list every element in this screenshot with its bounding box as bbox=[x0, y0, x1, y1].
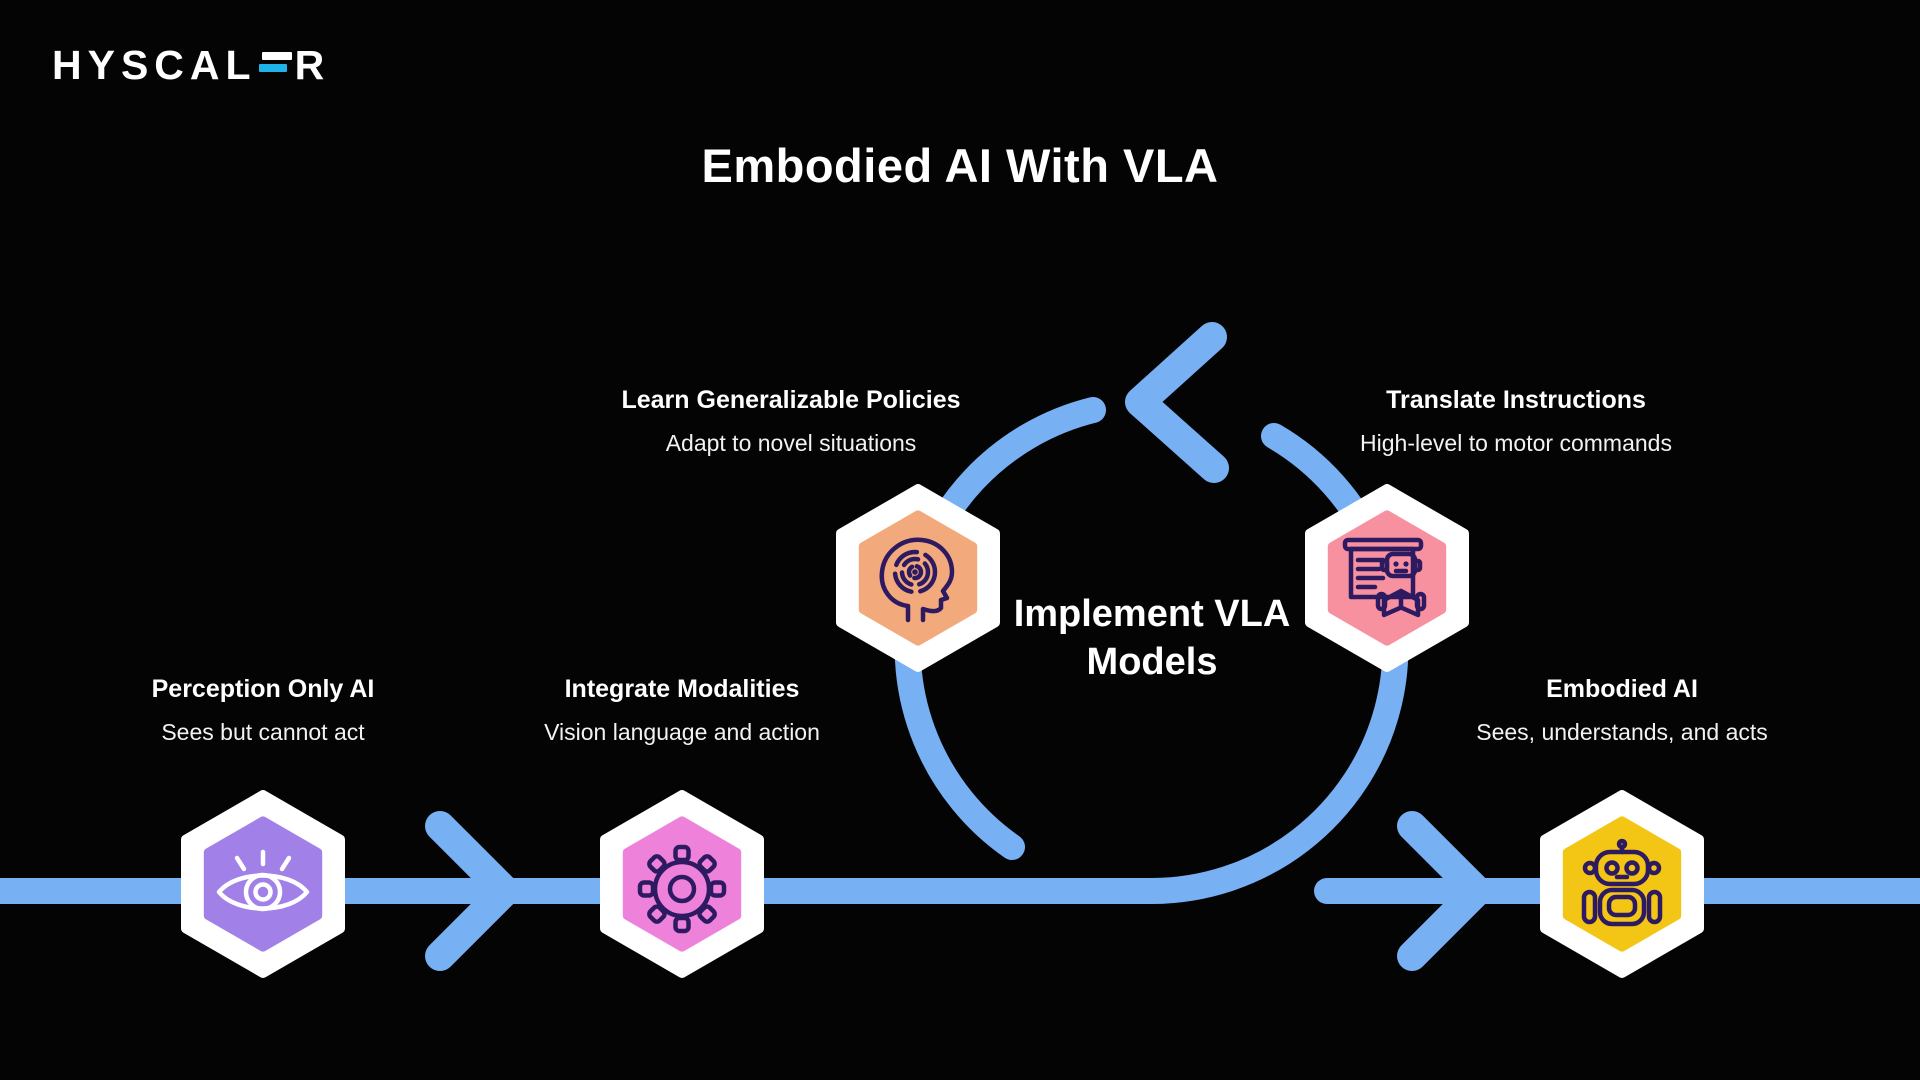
hexagon-policies bbox=[836, 484, 1000, 672]
step-label-perception: Perception Only AI Sees but cannot act bbox=[3, 673, 523, 747]
page-title: Embodied AI With VLA bbox=[701, 139, 1219, 192]
step-subtitle: High-level to motor commands bbox=[1360, 430, 1672, 456]
hexagon-perception bbox=[181, 790, 345, 978]
step-title: Integrate Modalities bbox=[564, 675, 800, 703]
eye-icon bbox=[216, 849, 310, 912]
flow-line-left-and-loop-right bbox=[0, 423, 1409, 904]
logo-e-icon bbox=[258, 52, 292, 81]
brain-maze-icon bbox=[879, 537, 955, 623]
hexagon-embodied bbox=[1540, 790, 1704, 978]
robot-icon bbox=[1581, 838, 1663, 927]
step-subtitle: Sees, understands, and acts bbox=[1476, 719, 1768, 745]
flow-arrow-icon bbox=[425, 811, 520, 971]
logo-text-left: HYSCAL bbox=[52, 42, 257, 88]
hyscaler-logo: HYSCAL R bbox=[52, 42, 330, 89]
step-label-policies: Learn Generalizable Policies Adapt to no… bbox=[531, 384, 1051, 458]
gear-icon bbox=[637, 844, 727, 934]
step-label-embodied: Embodied AI Sees, understands, and acts bbox=[1362, 673, 1882, 747]
flow-arrow-icon bbox=[1397, 811, 1492, 971]
hexagon-translate bbox=[1305, 484, 1469, 672]
step-subtitle: Vision language and action bbox=[544, 719, 820, 745]
step-title: Learn Generalizable Policies bbox=[621, 386, 961, 414]
loop-arrow-icon bbox=[1125, 322, 1229, 483]
step-label-modalities: Integrate Modalities Vision language and… bbox=[422, 673, 942, 747]
step-title: Translate Instructions bbox=[1386, 386, 1646, 414]
step-title: Embodied AI bbox=[1546, 675, 1698, 703]
step-label-translate: Translate Instructions High-level to mot… bbox=[1256, 384, 1776, 458]
step-subtitle: Adapt to novel situations bbox=[665, 430, 917, 456]
step-subtitle: Sees but cannot act bbox=[161, 719, 365, 745]
center-label: Implement VLA Models bbox=[1013, 593, 1291, 683]
logo-text-right: R bbox=[294, 42, 331, 88]
robot-presentation-icon bbox=[1342, 537, 1427, 618]
hexagon-modalities bbox=[600, 790, 764, 978]
step-title: Perception Only AI bbox=[151, 675, 375, 703]
